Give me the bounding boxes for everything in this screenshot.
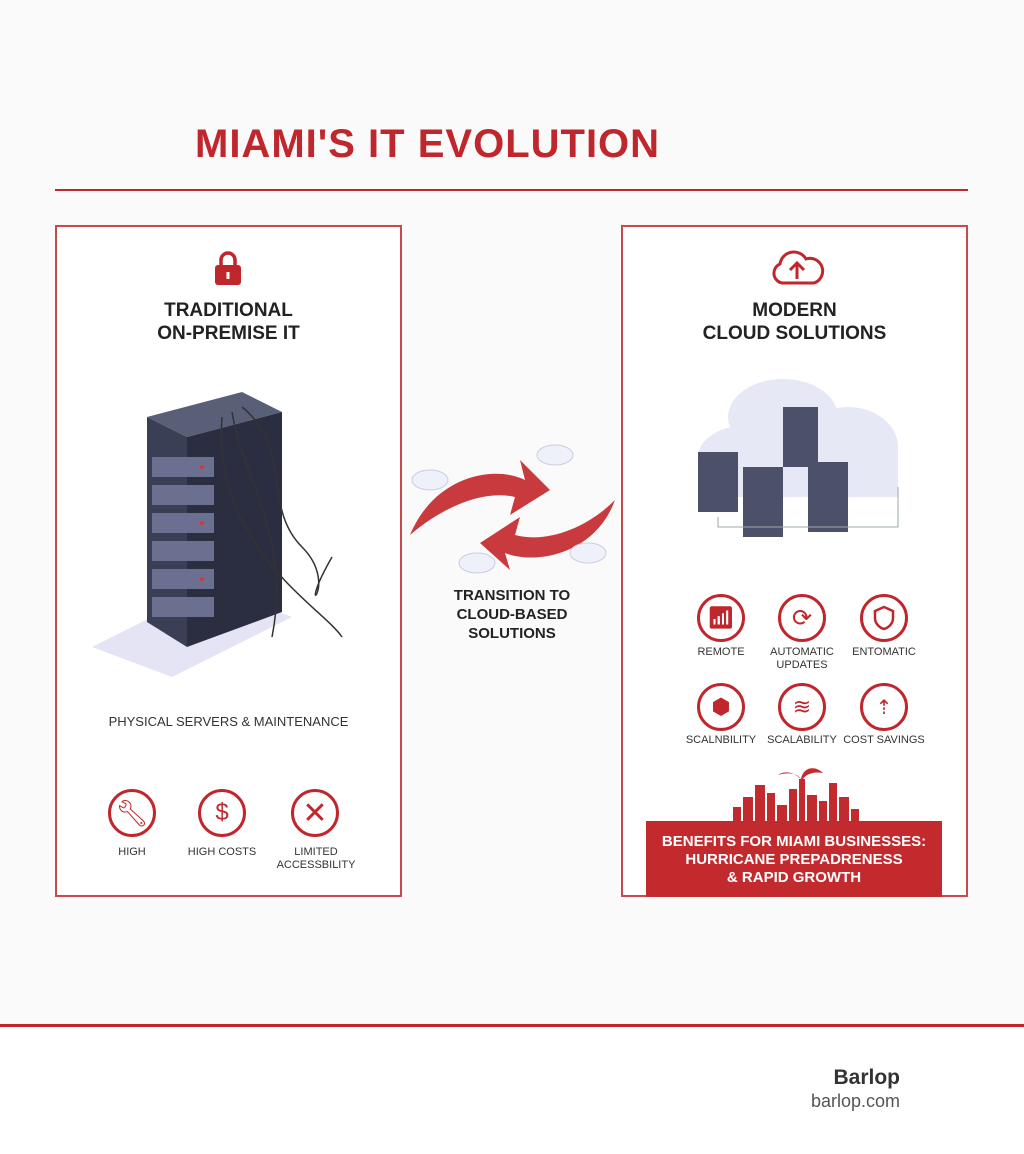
transition-line1: TRANSITION TO: [453, 587, 571, 604]
lock-icon: [215, 251, 241, 285]
footer-divider: [0, 1024, 1024, 1027]
item-label: ENTOMATIC: [852, 646, 916, 658]
banner-line2: HURRICANE PREPADRENESS: [685, 851, 903, 868]
banner-line3: & RAPID GROWTH: [726, 869, 862, 886]
item-label: HIGH: [118, 846, 146, 858]
wrench-icon: 🔧︎: [108, 789, 156, 837]
item-label: REMOTE: [697, 646, 745, 658]
transition-line2: CLOUD-BASED: [456, 606, 568, 623]
dollar-icon: $: [198, 789, 246, 837]
broken-chain-icon: ✕: [291, 789, 339, 837]
item-label: AUTOMATIC UPDATES: [770, 646, 834, 671]
title-divider: [55, 189, 968, 191]
shield-icon: [860, 594, 908, 642]
banner-line1: BENEFITS FOR MIAMI BUSINESSES:: [661, 833, 927, 850]
piggy-bank-icon: ⇡: [860, 683, 908, 731]
refresh-icon: ⟳: [778, 594, 826, 642]
wifi-icon: 📶︎: [697, 594, 745, 642]
item-label: COST SAVINGS: [843, 734, 925, 746]
miami-skyline-icon: [733, 768, 859, 823]
layers-icon: ≋: [778, 683, 826, 731]
page-title: MIAMI'S IT EVOLUTION: [195, 122, 661, 166]
panel-title-line1: TRADITIONAL: [164, 300, 293, 321]
item-label: LIMITED ACCESSBILITY: [276, 846, 356, 871]
panel-title-line2: ON-PREMISE IT: [157, 323, 300, 344]
brand-url[interactable]: barlop.com: [810, 1091, 900, 1111]
panel-title-line1: MODERN: [752, 300, 837, 321]
transition-line3: SOLUTIONS: [468, 625, 556, 642]
brand-name: Barlop: [833, 1066, 900, 1089]
cloud-servers-illustration: [698, 379, 899, 537]
stack-icon: ⬢: [697, 683, 745, 731]
server-rack-illustration: [92, 392, 343, 677]
item-label: HIGH COSTS: [187, 846, 257, 858]
cloud-upload-icon: [772, 250, 825, 285]
footer: [0, 1027, 1024, 1154]
transition-arrows-icon: [410, 444, 615, 574]
benefits-banner: BENEFITS FOR MIAMI BUSINESSES:HURRICANE …: [646, 821, 942, 897]
transition-label: TRANSITION TO CLOUD-BASED SOLUTIONS: [420, 586, 604, 643]
panel-title-line2: CLOUD SOLUTIONS: [702, 323, 887, 344]
item-label: SCALABILITY: [767, 734, 837, 746]
item-label: SCALNBILITY: [685, 734, 757, 746]
physical-servers-caption: PHYSICAL SERVERS & MAINTENANCE: [108, 714, 349, 729]
